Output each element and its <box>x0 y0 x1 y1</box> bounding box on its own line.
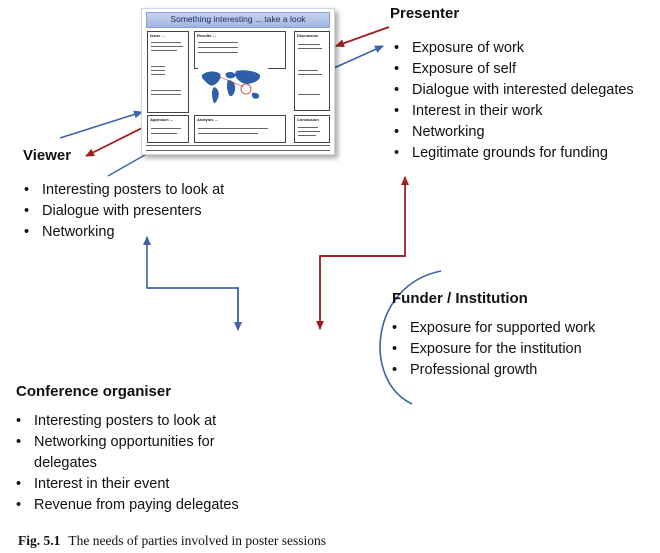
funder-presenter-arrow <box>320 176 409 257</box>
poster-results-label: Results ... <box>197 33 216 38</box>
presenter-list: Exposure of work Exposure of self Dialog… <box>394 38 634 164</box>
viewer-to-poster-arrow <box>59 110 143 139</box>
list-item: Networking <box>394 122 634 143</box>
viewer-organiser-arrow <box>147 287 242 331</box>
presenter-funder-arrow <box>316 255 405 330</box>
world-map-image <box>198 65 268 109</box>
viewer-heading: Viewer <box>23 147 72 164</box>
organiser-heading: Conference organiser <box>16 383 172 400</box>
poster-approach-box: Approach ... <box>147 115 189 143</box>
list-item: Networking <box>24 222 224 243</box>
poster-discussion-box: Discussion <box>294 31 330 111</box>
poster-results-box: Results ... <box>194 31 286 69</box>
poster-discussion-label: Discussion <box>297 33 319 38</box>
list-item: Exposure of self <box>394 59 634 80</box>
list-item: Dialogue with presenters <box>24 201 224 222</box>
list-item: Revenue from paying delegates <box>16 495 256 516</box>
organiser-list: Interesting posters to look at Networkin… <box>16 411 256 516</box>
poster-analysis-label: Analysis ... <box>197 117 218 122</box>
viewer-link-line <box>107 151 151 177</box>
poster-thumbnail: Something interesting ... take a look Is… <box>141 8 335 155</box>
poster-to-presenter-arrow <box>333 45 384 69</box>
list-item: Interesting posters to look at <box>16 411 256 432</box>
list-item: Professional growth <box>392 360 595 381</box>
poster-to-viewer-arrow <box>85 125 147 157</box>
presenter-heading: Presenter <box>390 5 460 22</box>
poster-issue-box: Issue ... <box>147 31 189 113</box>
figure-caption: Fig. 5.1 The needs of parties involved in… <box>18 533 326 549</box>
list-item: Interest in their event <box>16 474 256 495</box>
list-item: Interesting posters to look at <box>24 180 224 201</box>
poster-title: Something interesting ... take a look <box>146 12 330 28</box>
list-item: Legitimate grounds for funding <box>394 143 634 164</box>
list-item: Exposure for the institution <box>392 339 595 360</box>
funder-heading: Funder / Institution <box>392 290 528 307</box>
figure-caption-label: Fig. 5.1 <box>18 533 61 548</box>
list-item: Interest in their work <box>394 101 634 122</box>
poster-analysis-box: Analysis ... <box>194 115 286 143</box>
poster-conclusion-label: Conclusion <box>297 117 319 122</box>
figure-caption-text: The needs of parties involved in poster … <box>68 533 326 548</box>
funder-arc <box>379 270 442 405</box>
viewer-list: Interesting posters to look at Dialogue … <box>24 180 224 243</box>
list-item: Exposure for supported work <box>392 318 595 339</box>
poster-footer-bar <box>146 145 330 151</box>
organiser-viewer-arrow <box>143 236 239 328</box>
list-item: Dialogue with interested delegates <box>394 80 634 101</box>
poster-approach-label: Approach ... <box>150 117 174 122</box>
presenter-to-poster-arrow <box>335 26 390 48</box>
list-item: Networking opportunities for delegates <box>16 432 256 474</box>
poster-issue-label: Issue ... <box>150 33 165 38</box>
funder-list: Exposure for supported work Exposure for… <box>392 318 595 381</box>
list-item: Exposure of work <box>394 38 634 59</box>
poster-conclusion-box: Conclusion <box>294 115 330 143</box>
